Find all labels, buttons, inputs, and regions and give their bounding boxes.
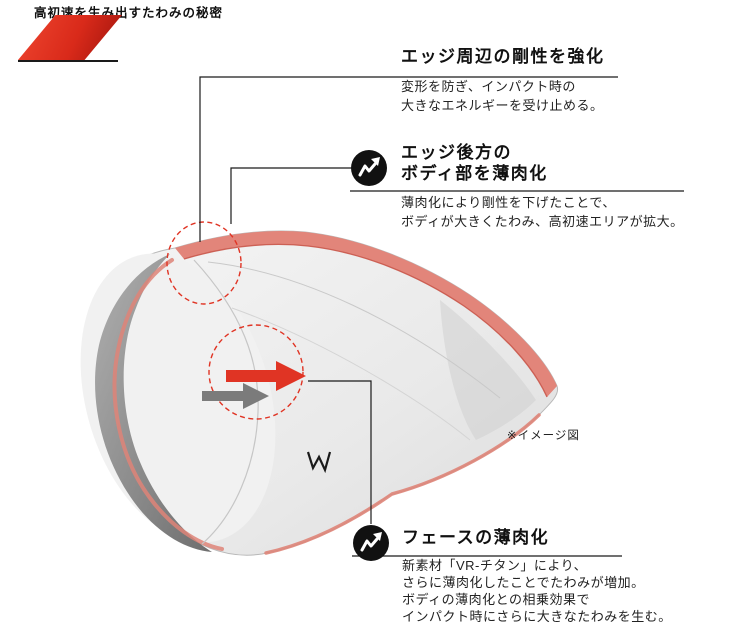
annotation-face-thinning: フェースの薄肉化 新素材「VR-チタン」により、 さらに薄肉化したことでたわみが… — [402, 527, 672, 625]
annotation-edge-rigidity: エッジ周辺の剛性を強化 変形を防ぎ、インパクト時の 大きなエネルギーを受け止める… — [401, 46, 605, 115]
logo-mark — [306, 451, 332, 474]
flex-arrow-icon — [353, 525, 389, 561]
club-rear-shading — [440, 300, 536, 440]
annotation-body: 新素材「VR-チタン」により、 さらに薄肉化したことでたわみが増加。 ボディの薄… — [402, 557, 672, 625]
annotation-body-line: 変形を防ぎ、インパクト時の — [401, 79, 576, 94]
annotation-body-line: ボディが大きくたわみ、高初速エリアが拡大。 — [401, 213, 684, 229]
annotation-body-line: 新素材「VR-チタン」により、 — [402, 558, 588, 573]
annotation-body-line: さらに薄肉化したことでたわみが増加。 — [402, 575, 645, 590]
red-flag-decoration — [18, 15, 122, 60]
flex-arrow-red — [226, 361, 306, 391]
callout-line-face — [308, 380, 372, 524]
annotation-title: エッジ周辺の剛性を強化 — [401, 47, 605, 66]
club-body — [89, 230, 559, 556]
annotation-body-line: 大きなエネルギーを受け止める。 — [401, 97, 604, 113]
annotation-body: 変形を防ぎ、インパクト時の 大きなエネルギーを受け止める。 — [401, 78, 605, 115]
crown-contour-line — [207, 261, 501, 399]
annotation-edge-rear-thinning: エッジ後方の ボディ部を薄肉化 薄肉化により剛性を下げたことで、 ボディが大きく… — [401, 142, 684, 231]
annotation-body-line: インパクト時にさらに大きなたわみを生む。 — [402, 609, 672, 624]
flex-arrow-gray — [202, 383, 269, 409]
face-rim-highlight — [112, 258, 224, 551]
flex-arrow-icon — [351, 150, 387, 186]
club-face — [80, 253, 276, 543]
annotation-title-line: エッジ後方の — [401, 143, 512, 162]
body-contour-line — [231, 307, 471, 441]
image-note: ※イメージ図 — [507, 430, 580, 442]
callout-line-edge-rear — [230, 167, 352, 224]
highlight-circle-edge — [166, 221, 242, 305]
annotation-title: フェースの薄肉化 — [402, 528, 550, 547]
annotation-title-line: ボディ部を薄肉化 — [401, 164, 548, 183]
annotation-body-line: 薄肉化により剛性を下げたことで、 — [401, 195, 616, 210]
annotation-body: 薄肉化により剛性を下げたことで、 ボディが大きくたわみ、高初速エリアが拡大。 — [401, 194, 684, 231]
crown-edge-highlight — [175, 230, 557, 397]
highlight-circle-face — [208, 324, 304, 420]
red-flag-underline — [18, 60, 118, 62]
face-boundary-line — [193, 259, 259, 545]
annotation-title: エッジ後方の ボディ部を薄肉化 — [401, 142, 684, 184]
crown-edge-inner-line — [183, 243, 548, 398]
club-face-edge — [95, 254, 212, 552]
annotation-body-line: ボディの薄肉化との相乗効果で — [402, 592, 590, 607]
